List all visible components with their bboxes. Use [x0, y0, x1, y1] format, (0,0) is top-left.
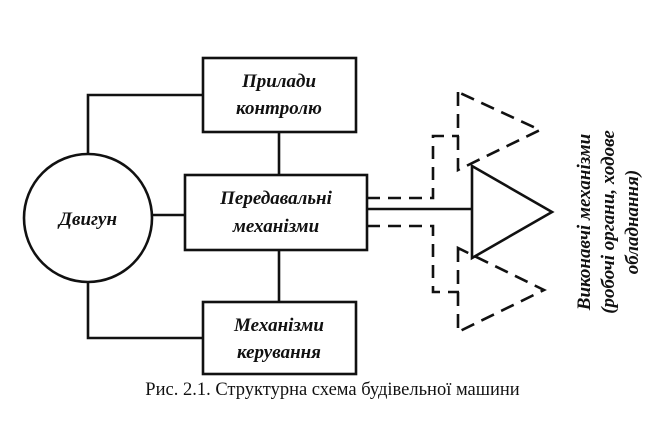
dashed-connectors	[367, 134, 459, 294]
connector-lines	[86, 93, 472, 340]
executive-mechanisms	[456, 89, 555, 335]
control-label-line1: Прилади	[241, 71, 316, 92]
transmission-node: Передавальні механізми	[183, 173, 369, 252]
engine-to-control-line	[86, 93, 203, 155]
steering-node: Механізми керування	[201, 300, 358, 376]
executive-label-line2: (робочі органи, ходове	[598, 130, 619, 314]
engine-node: Двигун	[22, 152, 154, 284]
transmission-box	[183, 173, 369, 252]
executive-lower-triangle	[456, 245, 547, 335]
executive-upper-triangle	[456, 89, 544, 173]
control-node: Прилади контролю	[201, 56, 358, 134]
engine-to-steering-line	[86, 282, 203, 340]
transmission-label-line1: Передавальні	[219, 188, 332, 209]
steering-label-line2: керування	[237, 342, 321, 363]
engine-label: Двигун	[57, 209, 117, 230]
figure-caption: Рис. 2.1. Структурна схема будівельної м…	[145, 380, 520, 400]
executive-side-label: Виконавчі механізми (робочі органи, ходо…	[574, 130, 643, 314]
upper-dashed-connector	[367, 134, 459, 200]
lower-dashed-connector	[367, 224, 459, 294]
control-label-line2: контролю	[236, 98, 322, 119]
engine-circle	[22, 152, 154, 284]
executive-label-line1: Виконавчі механізми	[574, 134, 595, 311]
control-box	[201, 56, 358, 134]
steering-label-line1: Механізми	[233, 315, 324, 336]
steering-box	[201, 300, 358, 376]
executive-label-line3: обладнання)	[622, 170, 643, 274]
transmission-label-line2: механізми	[232, 216, 319, 237]
executive-main-triangle	[470, 163, 555, 261]
